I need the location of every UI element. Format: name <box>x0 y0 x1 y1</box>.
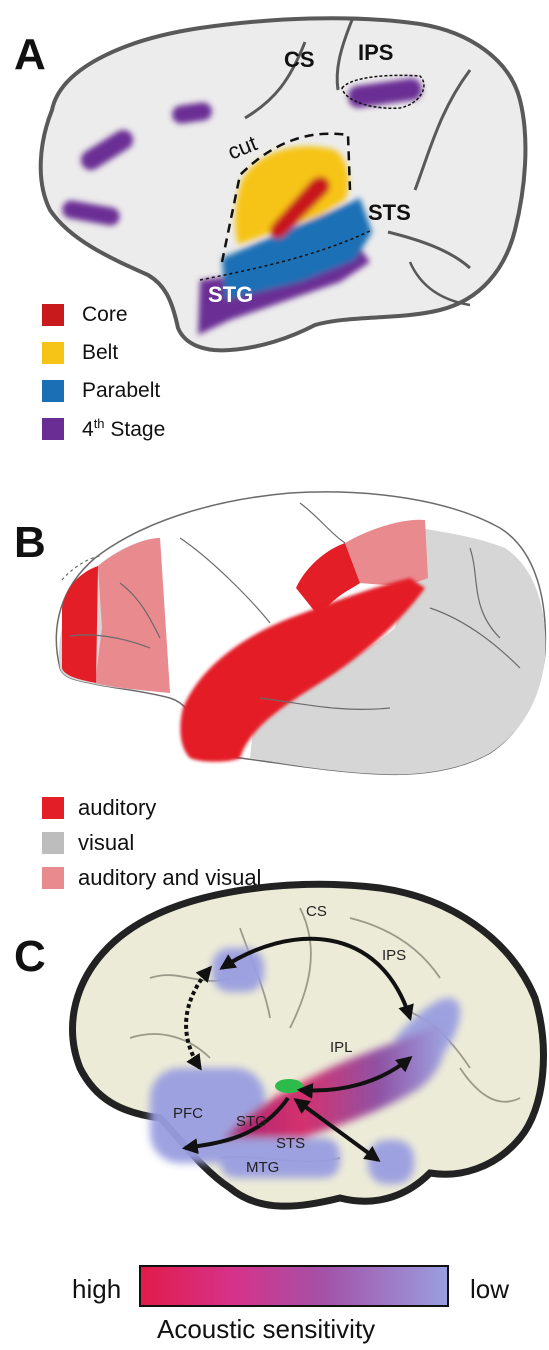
panel-c-region-superior <box>212 948 264 992</box>
legend-item-parabelt: Parabelt <box>42 372 165 410</box>
colorbar-label-low: low <box>470 1274 509 1304</box>
legend-swatch-parabelt <box>42 380 64 402</box>
colorbar-title: Acoustic sensitivity <box>157 1314 375 1344</box>
panel-c-brain-diagram: CS IPS IPL PFC STG STS MTG <box>0 868 549 1268</box>
panel-c-label-pfc: PFC <box>173 1105 203 1122</box>
legend-item-visual: visual <box>42 825 261 860</box>
panel-a-label-stg: STG <box>208 282 253 307</box>
legend-swatch-core <box>42 304 64 326</box>
legend-swatch-4th-stage <box>42 418 64 440</box>
legend-label-auditory: auditory <box>78 795 156 821</box>
panel-c-label-cs: CS <box>306 903 327 920</box>
legend-label-belt: Belt <box>82 341 118 365</box>
panel-b-auditory-visual-region-frontal <box>95 538 170 693</box>
legend-label-4th-stage: 4th Stage <box>82 416 165 442</box>
panel-b-auditory-region-frontal <box>62 566 98 683</box>
panel-c-region-temporal-pole <box>368 1140 414 1184</box>
colorbar-gradient <box>140 1266 448 1306</box>
legend-swatch-auditory <box>42 797 64 819</box>
legend-label-parabelt: Parabelt <box>82 379 160 403</box>
panel-a-legend: Core Belt Parabelt 4th Stage <box>42 296 165 448</box>
panel-c-label-ips: IPS <box>382 947 406 964</box>
legend-item-4th-stage: 4th Stage <box>42 410 165 448</box>
panel-c-label-mtg: MTG <box>246 1159 279 1176</box>
legend-label-core: Core <box>82 303 128 327</box>
colorbar-label-high: high <box>72 1274 121 1304</box>
panel-c-label-ipl: IPL <box>330 1039 353 1056</box>
legend-item-belt: Belt <box>42 334 165 372</box>
acoustic-sensitivity-colorbar: high low Acoustic sensitivity <box>0 1258 549 1348</box>
legend-label-visual: visual <box>78 830 134 856</box>
legend-swatch-belt <box>42 342 64 364</box>
legend-item-core: Core <box>42 296 165 334</box>
panel-a-label-cs: CS <box>284 47 315 72</box>
legend-swatch-visual <box>42 832 64 854</box>
legend-item-auditory: auditory <box>42 790 261 825</box>
panel-b-brain-diagram <box>0 458 549 778</box>
panel-a-label-sts: STS <box>368 200 411 225</box>
panel-c-label-stg: STG <box>236 1113 267 1130</box>
panel-c-region-center-green <box>275 1079 303 1093</box>
panel-a-label-ips: IPS <box>358 40 393 65</box>
panel-c-label-sts: STS <box>276 1135 305 1152</box>
